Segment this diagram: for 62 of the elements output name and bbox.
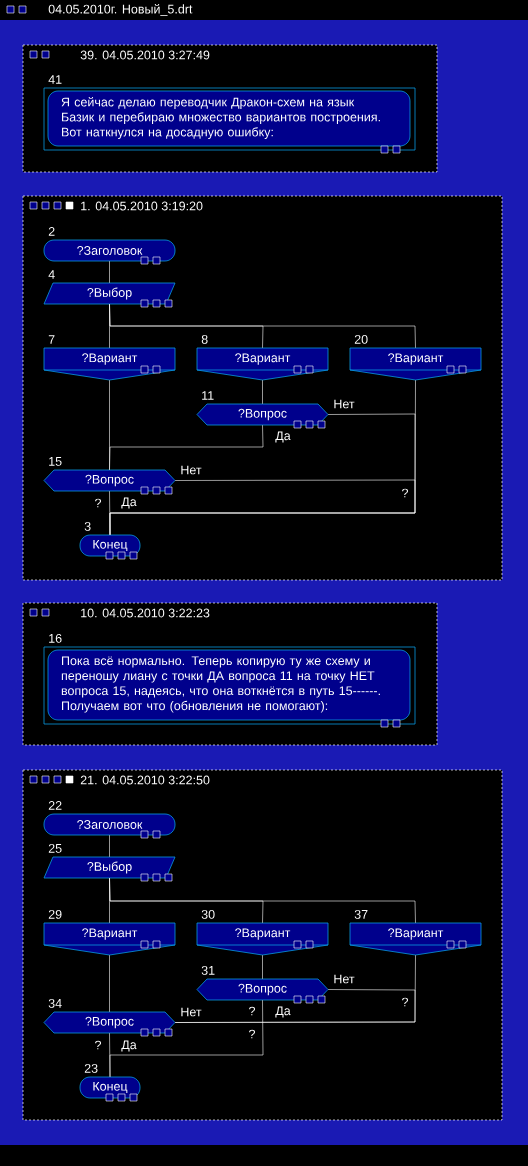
node-number: 34 <box>48 998 62 1008</box>
case-box: ?Вариант <box>349 347 482 381</box>
edge-label: Нет <box>332 973 356 985</box>
connector-line <box>109 424 264 471</box>
question-mark: ? <box>247 1028 257 1040</box>
node-number: 20 <box>354 334 368 344</box>
node-number: 41 <box>48 75 62 84</box>
question-mark: ? <box>400 996 410 1008</box>
node-number: 11 <box>202 391 214 400</box>
choice-box: ?Выбор <box>43 856 176 882</box>
connector-line <box>174 954 416 1023</box>
connector-line <box>109 303 416 349</box>
edge-label: Да <box>120 496 138 510</box>
node-number: 31 <box>201 965 215 975</box>
question-mark: ? <box>400 487 410 499</box>
question-hexagon: ?Вопрос <box>43 1011 176 1037</box>
node-number: 23 <box>84 1063 98 1073</box>
node-number: 7 <box>48 335 55 344</box>
comment-box: Пока всё нормально. Теперь копирую ту же схему и переношу лиану с точки ДА вопроса 11 на точку НЕТ вопроса 15, надеясь, что она воткнётся в путь 15------. Получаем вот что (обновления не помогают): <box>43 646 416 728</box>
terminator-box: Конец <box>79 534 141 560</box>
node-number: 16 <box>49 633 62 643</box>
terminator-box: Конец <box>79 1076 141 1102</box>
edge-label: Нет <box>332 398 356 410</box>
choice-box: ?Выбор <box>43 282 176 308</box>
case-box: ?Вариант <box>43 347 176 381</box>
terminator-box: ?Заголовок <box>43 239 176 265</box>
node-number: 2 <box>48 227 55 236</box>
question-mark: ? <box>247 1005 257 1017</box>
edge-label: Да <box>120 1039 138 1053</box>
node-number: 25 <box>48 843 62 853</box>
window-title: 04.05.2010г. Новый_5.drt <box>48 4 193 16</box>
edge-label: Да <box>274 1005 292 1019</box>
case-box: ?Вариант <box>43 922 176 956</box>
question-mark: ? <box>93 1039 103 1051</box>
question-hexagon: ?Вопрос <box>196 403 329 429</box>
node-number: 29 <box>48 909 62 919</box>
node-number: 15 <box>49 457 62 466</box>
comment-box: Я сейчас делаю переводчик Дракон-схем на язык Базик и перебираю множество вариантов построения. Вот наткнулся на досадную ошибку: <box>43 87 416 154</box>
node-number: 30 <box>201 909 215 919</box>
edge-label: Нет <box>179 1006 203 1018</box>
case-box: ?Вариант <box>349 922 482 956</box>
connector-line <box>109 479 416 536</box>
connector-line <box>109 1032 111 1078</box>
node-number: 22 <box>48 801 62 810</box>
question-hexagon: ?Вопрос <box>43 469 176 495</box>
node-number: 37 <box>354 909 368 919</box>
connector-line <box>262 379 263 405</box>
connector-line <box>109 260 110 284</box>
question-hexagon: ?Вопрос <box>196 978 329 1004</box>
question-mark: ? <box>93 497 103 509</box>
connector-line <box>109 834 110 858</box>
terminator-box: ?Заголовок <box>43 813 176 839</box>
connector-line <box>109 877 416 924</box>
node-number: 3 <box>84 521 91 531</box>
connector-line <box>109 954 110 1013</box>
case-box: ?Вариант <box>196 347 329 381</box>
node-number: 8 <box>201 334 208 344</box>
node-number: 4 <box>48 270 55 279</box>
case-box: ?Вариант <box>196 922 329 956</box>
edge-label: Да <box>274 430 292 444</box>
connector-line <box>262 954 263 980</box>
edge-label: Нет <box>179 464 203 476</box>
